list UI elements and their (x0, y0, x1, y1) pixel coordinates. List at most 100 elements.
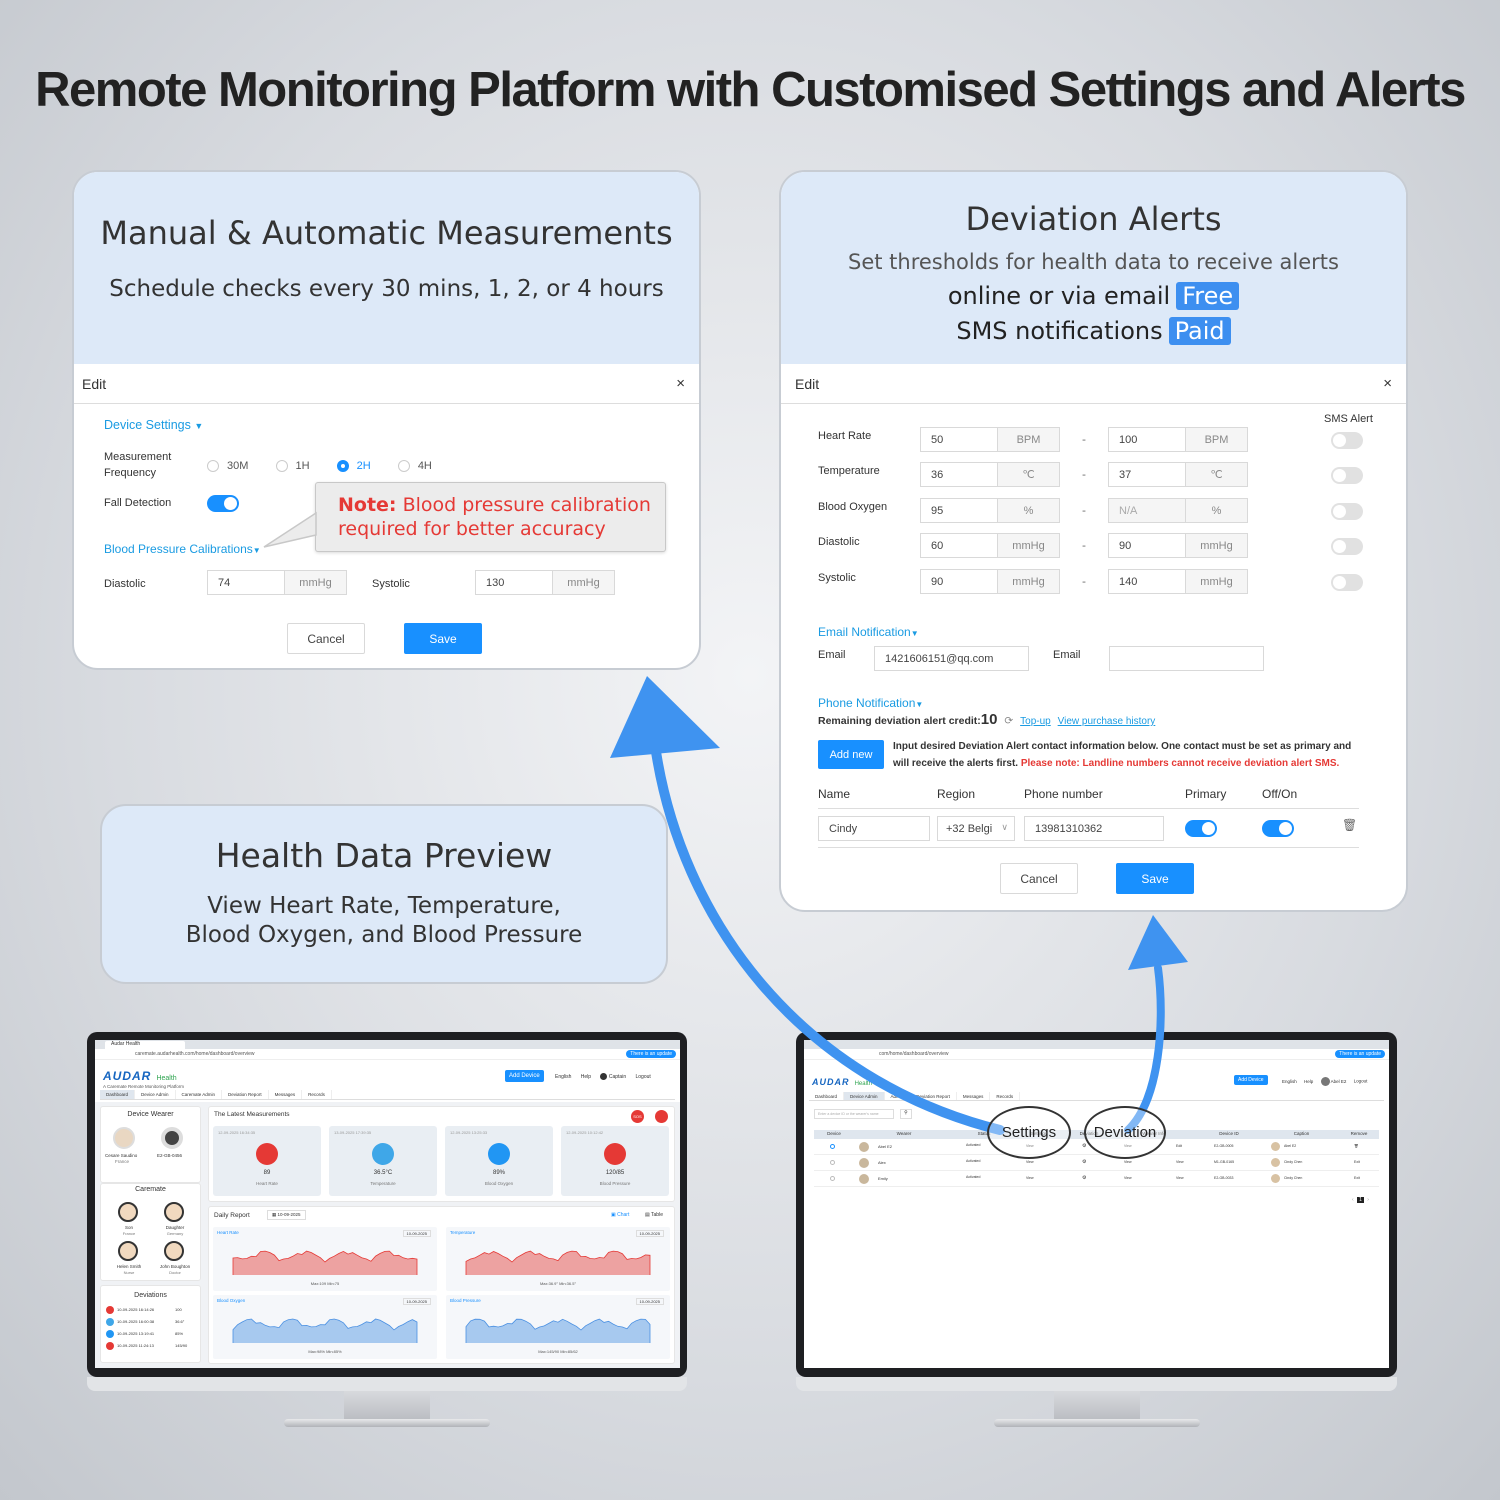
phone-input[interactable]: 13981310362 (1024, 816, 1164, 841)
caremate-avatar[interactable] (118, 1241, 138, 1261)
radio-1h[interactable]: 1H (275, 460, 310, 472)
nav-english[interactable]: English (555, 1073, 572, 1080)
nav-tab[interactable]: Records (990, 1092, 1021, 1100)
nav-help[interactable]: Help (1304, 1078, 1314, 1084)
nav-help[interactable]: Help (580, 1073, 592, 1080)
nav-english[interactable]: English (1282, 1078, 1297, 1084)
nav-tab[interactable]: Deviation Report (222, 1090, 269, 1099)
device-settings-toggle[interactable]: Device Settings ▼ (104, 418, 203, 432)
add-device-button[interactable]: Add Device (1234, 1075, 1268, 1085)
nav-tab[interactable]: Dashboard (809, 1092, 845, 1100)
sms-alert-toggle[interactable] (1331, 432, 1363, 449)
contact-name-input[interactable]: Cindy (818, 816, 930, 841)
add-new-button[interactable]: Add new (818, 740, 884, 769)
measurement-card[interactable]: 12-09-2025 13:25:33 89% Blood Oxygen (445, 1126, 553, 1196)
add-device-button[interactable]: Add Device (505, 1070, 544, 1082)
mini-chart-date[interactable]: 10-09-2025 (402, 1298, 431, 1305)
topup-link[interactable]: Top-up (1020, 716, 1051, 727)
table-row[interactable]: Alex Activated View ⚙ View View M1-GB-01… (814, 1155, 1379, 1171)
refresh-icon[interactable]: ⟳ (1004, 715, 1014, 727)
radio-2h[interactable]: 2H (336, 460, 371, 472)
email-notification-toggle[interactable]: Email Notification▼ (818, 625, 919, 639)
cancel-button[interactable]: Cancel (1000, 863, 1078, 894)
caremate-avatar[interactable] (118, 1202, 138, 1222)
device-search-input[interactable]: Enter a device ID or the wearer's name (814, 1109, 894, 1119)
sms-alert-toggle[interactable] (1331, 574, 1363, 591)
update-pill[interactable]: There is an update (626, 1050, 676, 1058)
caremate-avatar[interactable] (164, 1241, 184, 1261)
radio-circle-icon[interactable] (830, 1160, 835, 1165)
sms-alert-toggle[interactable] (1331, 503, 1363, 520)
measurement-card[interactable]: 12-09-2025 10:12:42 120/85 Blood Pressur… (561, 1126, 669, 1196)
trash-icon[interactable]: 🗑 (1342, 818, 1358, 832)
close-icon[interactable]: × (1383, 375, 1392, 392)
radio-30m[interactable]: 30M (207, 460, 248, 472)
nav-tab[interactable]: Deviation Report (910, 1092, 957, 1100)
chart-tab[interactable]: ▣ Chart (611, 1212, 629, 1218)
url-text[interactable]: com/home/dashboard/overview (879, 1051, 949, 1057)
nav-logout[interactable]: Logout (1353, 1078, 1368, 1084)
nav-tab[interactable]: Caremate Admin (176, 1090, 223, 1099)
next-page-icon[interactable]: › (1367, 1197, 1369, 1203)
max-threshold-input[interactable]: 37℃ (1108, 462, 1248, 487)
wearer-info-button[interactable]: View (1176, 1160, 1184, 1164)
radio-circle-icon[interactable] (830, 1144, 835, 1149)
region-select[interactable]: +32 Belgi∨ (937, 816, 1015, 841)
search-icon[interactable]: ⚲ (900, 1109, 912, 1119)
nav-logout[interactable]: Logout (635, 1073, 651, 1080)
measurement-card[interactable]: 12-09-2025 16:34:35 89 Heart Rate (213, 1126, 321, 1196)
table-tab[interactable]: ▤ Table (645, 1212, 663, 1218)
remove-cell[interactable]: Exit (1354, 1160, 1360, 1164)
sms-alert-toggle[interactable] (1331, 538, 1363, 555)
nav-tab[interactable]: Messages (957, 1092, 991, 1100)
remove-cell[interactable]: Exit (1354, 1176, 1360, 1180)
nav-tab[interactable]: Device Admin (844, 1092, 885, 1100)
systolic-input[interactable]: 130 mmHg (475, 570, 615, 595)
wearer-info-button[interactable]: View (1176, 1176, 1184, 1180)
mini-chart-date[interactable]: 10-09-2025 (635, 1298, 664, 1305)
gear-icon[interactable]: ⚙ (1082, 1143, 1087, 1149)
primary-toggle[interactable] (1185, 820, 1217, 837)
settings-view-button[interactable]: View (1026, 1160, 1034, 1164)
purchase-history-link[interactable]: View purchase history (1057, 716, 1156, 727)
nav-tab[interactable]: Records (302, 1090, 332, 1099)
fall-detection-toggle[interactable] (207, 495, 239, 512)
save-button[interactable]: Save (404, 623, 482, 654)
email-input-1[interactable]: 1421606151@qq.com (874, 646, 1029, 671)
nav-tab[interactable]: Messages (269, 1090, 303, 1099)
settings-bubble[interactable]: Settings (987, 1106, 1071, 1159)
avatar[interactable] (600, 1073, 608, 1080)
caremate-avatar[interactable] (164, 1202, 184, 1222)
deviation-view-button[interactable]: View (1124, 1176, 1132, 1180)
diastolic-input[interactable]: 74 mmHg (207, 570, 347, 595)
min-threshold-input[interactable]: 36℃ (920, 462, 1060, 487)
mini-chart-date[interactable]: 10-09-2025 (635, 1230, 664, 1237)
report-date-picker[interactable]: ▦ 10-09-2025 (267, 1210, 306, 1220)
phone-notification-toggle[interactable]: Phone Notification▼ (818, 696, 923, 710)
radio-circle-icon[interactable] (830, 1176, 835, 1181)
deviation-view-button[interactable]: View (1124, 1160, 1132, 1164)
radio-4h[interactable]: 4H (397, 460, 432, 472)
remove-cell[interactable]: 🗑 (1354, 1144, 1359, 1148)
table-row[interactable]: Emily Activated View ⚙ View View E2-GB-0… (814, 1171, 1379, 1187)
gear-icon[interactable]: ⚙ (1082, 1175, 1087, 1181)
close-icon[interactable]: × (676, 375, 685, 392)
prev-page-icon[interactable]: ‹ (1352, 1197, 1354, 1203)
save-button[interactable]: Save (1116, 863, 1194, 894)
max-threshold-input[interactable]: N/A% (1108, 498, 1248, 523)
bp-calibrations-toggle[interactable]: Blood Pressure Calibrations▼ (104, 542, 261, 556)
deviation-bubble[interactable]: Deviation (1084, 1106, 1166, 1159)
page-number[interactable]: 1 (1357, 1197, 1364, 1203)
sms-alert-toggle[interactable] (1331, 467, 1363, 484)
nav-captain[interactable]: Captain (608, 1073, 627, 1080)
avatar[interactable] (1320, 1077, 1330, 1086)
nav-tab[interactable]: Device Admin (135, 1090, 176, 1099)
settings-view-button[interactable]: View (1026, 1176, 1034, 1180)
cancel-button[interactable]: Cancel (287, 623, 365, 654)
